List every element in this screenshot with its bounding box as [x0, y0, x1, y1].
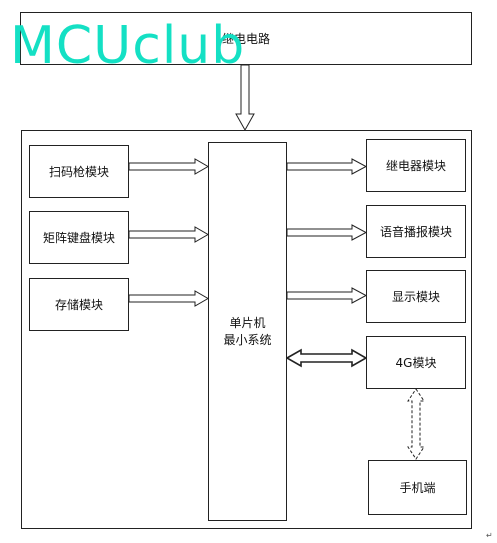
scanner-module-box: 扫码枪模块: [29, 145, 129, 198]
system-frame: [21, 130, 472, 529]
scanner-module-label: 扫码枪模块: [48, 165, 109, 179]
storage-module-box: 存储模块: [29, 278, 129, 331]
arrow-mcu-4g-bidirectional: [285, 348, 368, 368]
arrow-storage-to-mcu: [128, 290, 210, 307]
voice-module-box: 语音播报模块: [366, 205, 466, 258]
relay-module-label: 继电器模块: [385, 159, 446, 173]
keypad-module-label: 矩阵键盘模块: [42, 231, 115, 245]
arrow-4g-phone-dashed: [407, 388, 425, 460]
display-module-box: 显示模块: [366, 270, 466, 323]
arrow-mcu-to-display: [286, 287, 368, 304]
relay-module-box: 继电器模块: [366, 139, 466, 192]
phone-box: 手机端: [368, 460, 467, 515]
mcu-label-line1: 单片机: [229, 315, 266, 330]
arrow-scanner-to-mcu: [128, 158, 210, 175]
voice-module-label: 语音播报模块: [379, 225, 452, 239]
paragraph-mark: ↵: [486, 531, 493, 540]
keypad-module-box: 矩阵键盘模块: [29, 211, 129, 264]
phone-label: 手机端: [399, 481, 436, 495]
relay-circuit-box: 继电电路: [20, 12, 472, 65]
arrow-mcu-to-relay-module: [286, 158, 368, 175]
arrow-keypad-to-mcu: [128, 226, 210, 243]
4g-module-label: 4G模块: [395, 356, 437, 370]
mcuclub-watermark: MCUclub: [10, 16, 246, 76]
arrow-mcu-to-voice: [286, 224, 368, 241]
relay-circuit-label: 继电电路: [221, 32, 270, 46]
4g-module-box: 4G模块: [366, 336, 466, 389]
display-module-label: 显示模块: [391, 290, 440, 304]
arrow-relay-to-system: [235, 64, 255, 132]
mcu-label-line2: 最小系统: [223, 332, 272, 347]
mcu-box: 单片机 最小系统: [208, 142, 287, 521]
storage-module-label: 存储模块: [54, 298, 103, 312]
